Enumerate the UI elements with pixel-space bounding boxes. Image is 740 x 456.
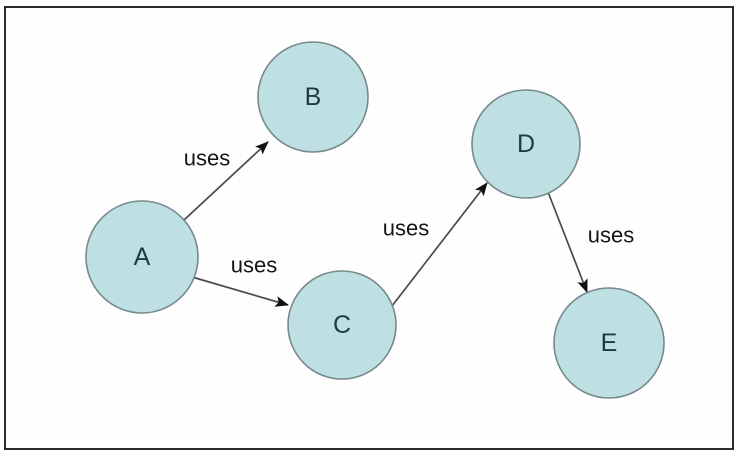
edge-a-uses-c[interactable]	[191, 276, 289, 307]
node-b-circle[interactable]	[257, 41, 369, 153]
node-c[interactable]: C	[287, 270, 397, 380]
node-a-circle[interactable]	[85, 200, 199, 314]
node-e-circle[interactable]	[553, 287, 665, 399]
edge-label-a-uses-c: uses	[231, 253, 277, 278]
edge-d-uses-e[interactable]	[547, 191, 588, 293]
node-c-circle[interactable]	[287, 270, 397, 380]
edge-a-uses-b[interactable]	[183, 141, 269, 221]
node-a[interactable]: A	[85, 200, 199, 314]
node-d-circle[interactable]	[471, 89, 581, 199]
node-d[interactable]: D	[471, 89, 581, 199]
edges-layer	[183, 141, 588, 307]
edge-label-c-uses-d: uses	[383, 216, 429, 241]
nodes-layer: A B C D E	[85, 41, 665, 399]
edge-label-a-uses-b: uses	[184, 146, 230, 171]
edge-label-d-uses-e: uses	[588, 223, 634, 248]
node-e[interactable]: E	[553, 287, 665, 399]
node-b[interactable]: B	[257, 41, 369, 153]
edge-c-uses-d[interactable]	[391, 182, 488, 307]
